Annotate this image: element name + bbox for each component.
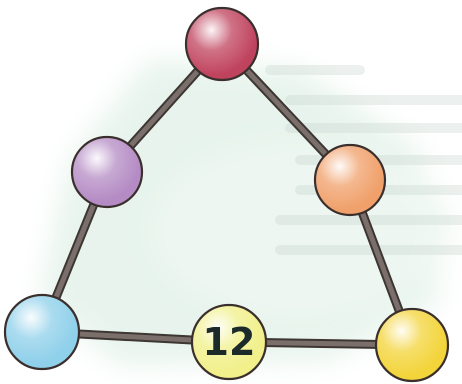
ball-bottom-right	[374, 307, 450, 383]
ball-highlight	[193, 306, 265, 378]
ball-number-label: 12	[203, 320, 256, 364]
ball-highlight	[73, 138, 141, 206]
ball-highlight	[187, 9, 257, 79]
ball-upper-left	[70, 135, 144, 209]
ball-upper-right	[313, 143, 387, 217]
ball-top	[184, 6, 260, 82]
ball-bottom-left	[3, 293, 81, 371]
ball-highlight	[377, 310, 447, 380]
ball-bottom-middle: 12	[190, 303, 268, 381]
ball-highlight	[6, 296, 78, 368]
ball-highlight	[316, 146, 384, 214]
ball-nodes: 12	[3, 6, 450, 383]
faded-text-lines	[265, 65, 462, 255]
